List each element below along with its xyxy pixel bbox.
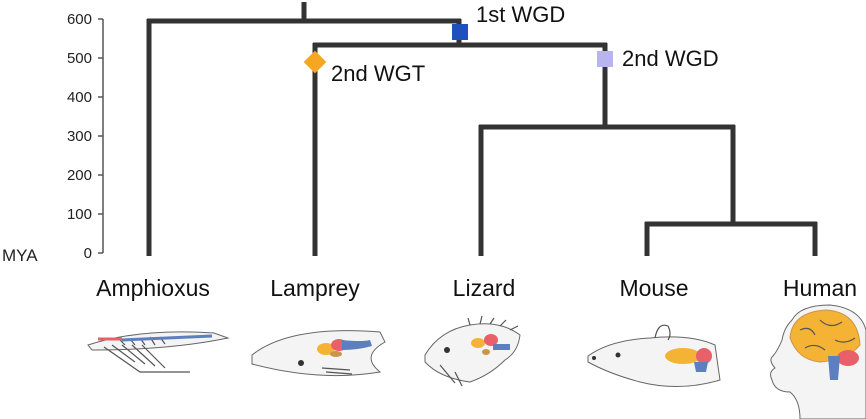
axis-unit-label: MYA — [2, 246, 38, 265]
lizard-illustration — [424, 315, 521, 387]
lamprey-illustration — [251, 330, 386, 377]
taxon-label-human: Human — [783, 275, 857, 301]
tree — [146, 2, 818, 256]
event-markers: 1st WGD 2nd WGT 2nd WGD — [303, 2, 719, 86]
tick-label-300: 300 — [67, 128, 92, 145]
second-wgt-marker — [303, 50, 327, 74]
tick-label-400: 400 — [67, 89, 92, 106]
taxon-label-mouse: Mouse — [619, 275, 688, 301]
taxon-labels: Amphioxus Lamprey Lizard Mouse Human — [96, 275, 857, 301]
taxon-label-lamprey: Lamprey — [270, 275, 360, 301]
taxon-label-amphioxus: Amphioxus — [96, 275, 210, 301]
tick-label-0: 0 — [84, 245, 92, 262]
taxon-label-lizard: Lizard — [453, 275, 516, 301]
time-axis: 600 500 400 300 200 100 0 MYA — [2, 11, 104, 265]
tick-label-100: 100 — [67, 206, 92, 223]
mouse-illustration — [587, 324, 721, 387]
second-wgt-label: 2nd WGT — [331, 61, 425, 86]
amphioxus-illustration — [87, 331, 230, 373]
first-wgd-label: 1st WGD — [476, 2, 565, 27]
second-wgd-label: 2nd WGD — [622, 46, 719, 71]
tick-label-200: 200 — [67, 167, 92, 184]
tick-label-600: 600 — [67, 11, 92, 28]
tick-label-500: 500 — [67, 50, 92, 67]
second-wgd-marker — [597, 51, 613, 67]
first-wgd-marker — [452, 24, 468, 40]
human-illustration — [770, 304, 866, 419]
